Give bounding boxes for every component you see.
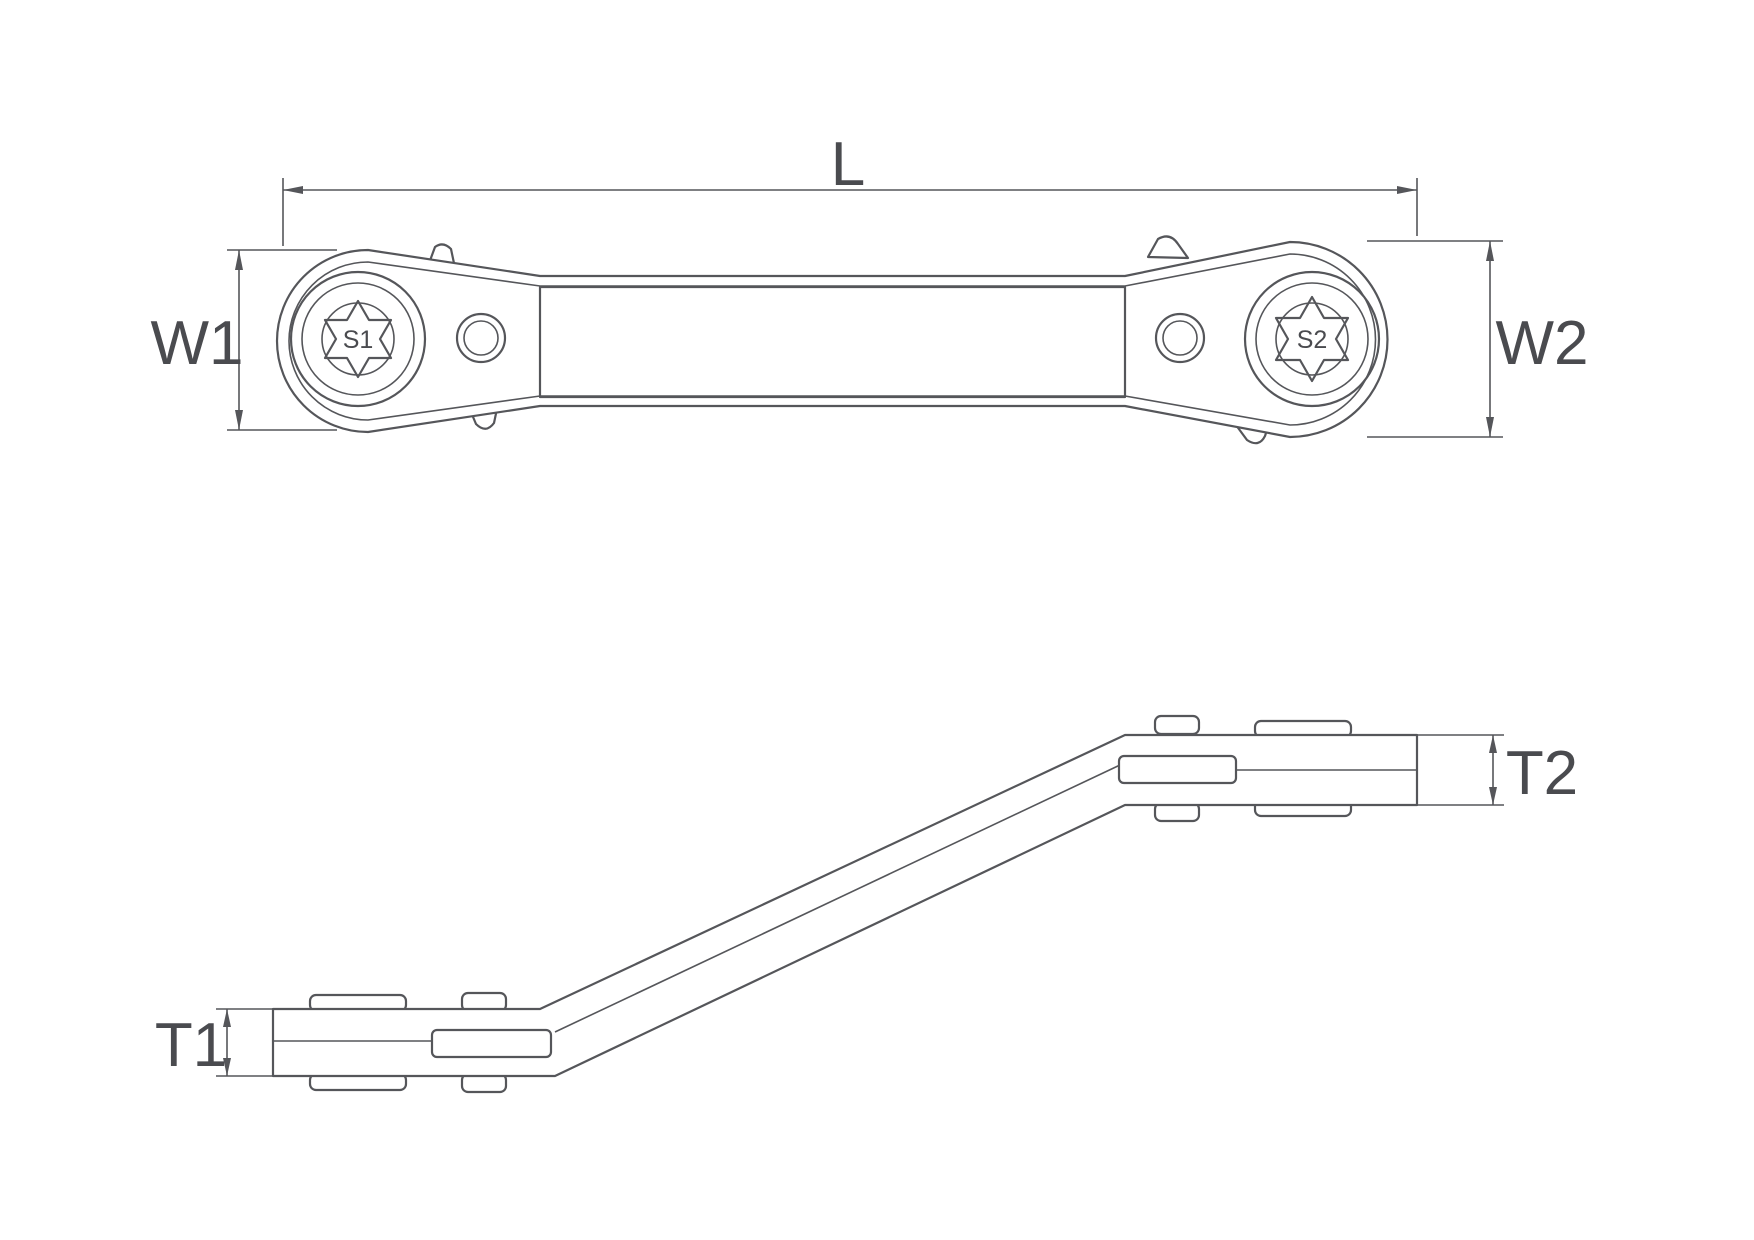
socket-label-s1: S1	[343, 326, 374, 354]
wrench-body-outline	[275, 240, 1389, 439]
side-knob-right-2-top	[1153, 714, 1201, 736]
shank-recess	[538, 285, 1127, 399]
top-view-dimensions: L W1 W2	[151, 130, 1589, 438]
dim-l-label: L	[831, 130, 865, 199]
dim-t2-arrow-bottom	[1489, 787, 1497, 805]
switch-hole-right-inner	[1162, 320, 1198, 356]
ring-left-outer	[289, 270, 427, 408]
dim-t1-label: T1	[155, 1011, 227, 1080]
side-slot-right	[1117, 754, 1238, 785]
dim-w2-arrow-top	[1486, 241, 1494, 261]
torx-star-s1-icon	[323, 299, 393, 379]
ring-right-inner	[1255, 282, 1369, 396]
socket-label-s2: S2	[1297, 326, 1328, 354]
ring-right-socket	[1275, 302, 1349, 376]
side-body-inner-line	[554, 764, 1121, 1033]
dim-w1-label: W1	[151, 309, 244, 378]
dim-t1-arrow-bottom	[223, 1058, 231, 1076]
side-slot-left	[430, 1028, 553, 1059]
dim-t1-arrow-top	[223, 1009, 231, 1027]
top-view: S1 S2	[275, 235, 1389, 445]
switch-hole-left-outer	[455, 312, 507, 364]
dim-w2-arrow-bottom	[1486, 417, 1494, 437]
side-view-dimensions: T1 T2	[155, 734, 1578, 1080]
dim-w1-arrow-top	[235, 250, 243, 270]
dim-l-arrow-right	[1397, 186, 1417, 194]
dim-w1-arrow-bottom	[235, 410, 243, 430]
side-view	[271, 714, 1419, 1094]
side-body-outline	[271, 733, 1419, 1078]
dim-t2-arrow-top	[1489, 735, 1497, 753]
ring-left-inner	[301, 282, 415, 396]
switch-hole-right-outer	[1154, 312, 1206, 364]
dim-t2-label: T2	[1506, 739, 1578, 808]
switch-hole-left-inner	[463, 320, 499, 356]
ring-right-outer	[1243, 270, 1381, 408]
wrench-body-inner-outline	[288, 253, 1377, 426]
torx-star-s2-icon	[1274, 295, 1350, 383]
dim-w2-label: W2	[1496, 309, 1589, 378]
pawl-tab-right-top	[1146, 235, 1190, 260]
dim-l-arrow-left	[283, 186, 303, 194]
